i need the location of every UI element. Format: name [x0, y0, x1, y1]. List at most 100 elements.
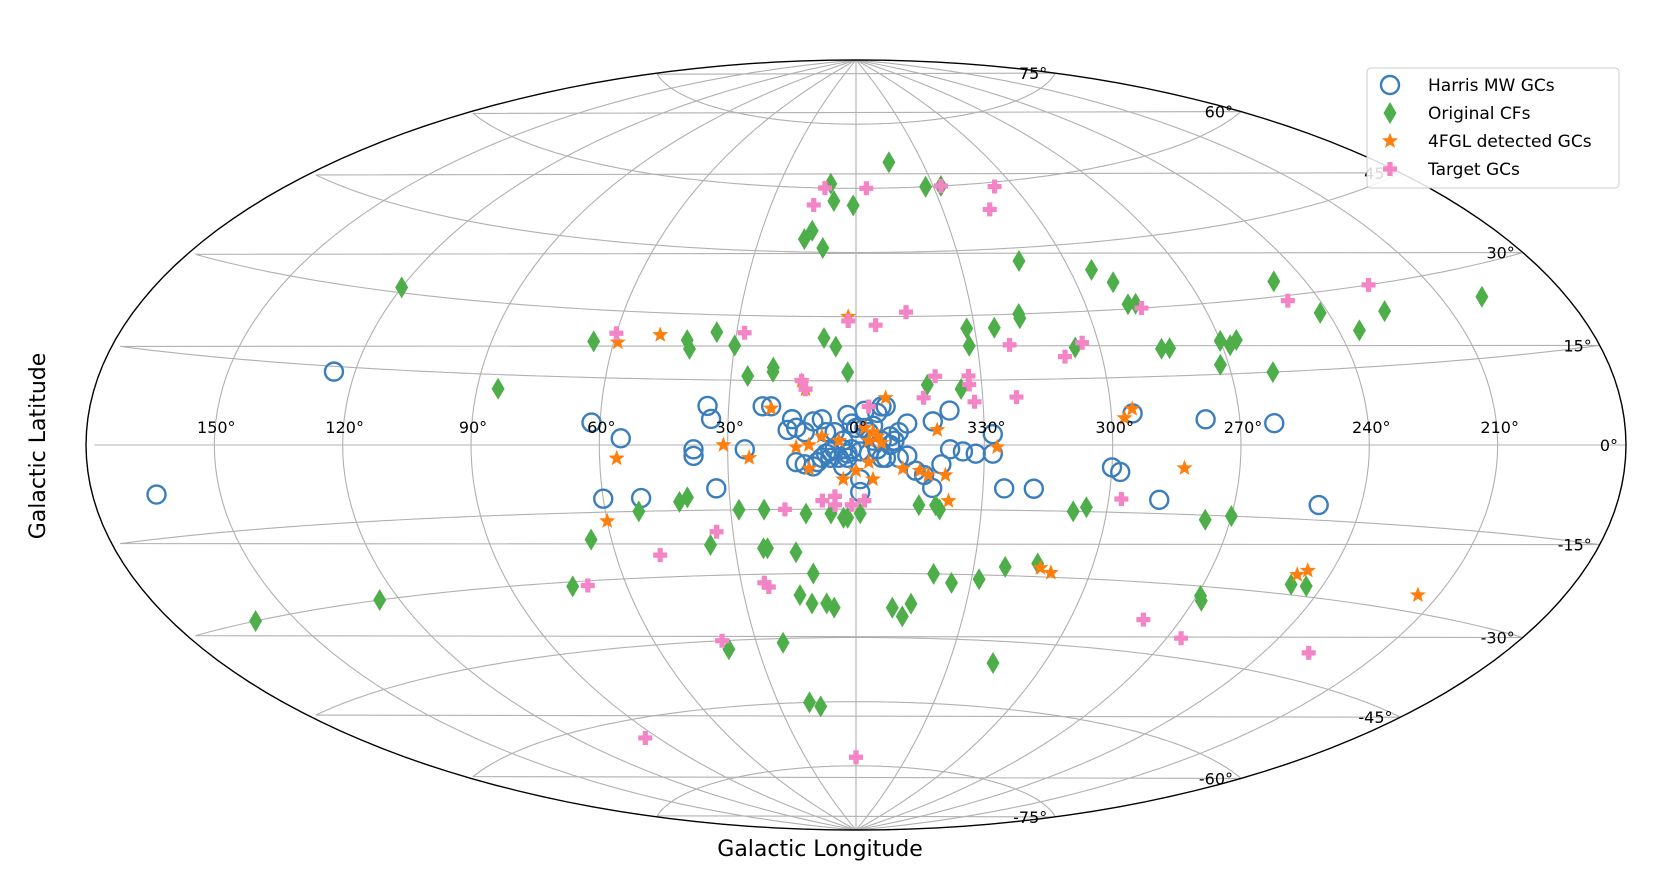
- data-point: [1289, 566, 1306, 582]
- data-point: [868, 318, 883, 333]
- data-point: [919, 175, 933, 198]
- data-point: [1198, 508, 1212, 531]
- data-point: [805, 592, 819, 615]
- series-diamond: [249, 151, 1489, 718]
- data-point: [776, 631, 790, 654]
- data-point: [700, 408, 722, 430]
- data-point: [1213, 353, 1227, 376]
- data-point: [986, 652, 1000, 674]
- legend-label: 4FGL detected GCs: [1428, 132, 1592, 152]
- data-point: [828, 497, 843, 512]
- data-point: [857, 493, 872, 508]
- data-point: [1134, 301, 1149, 316]
- data-point: [395, 276, 409, 299]
- series-star: [599, 308, 1426, 602]
- data-point: [761, 537, 774, 560]
- data-point: [249, 610, 263, 632]
- data-point: [653, 548, 668, 563]
- legend-label: Original CFs: [1428, 104, 1531, 124]
- data-point: [722, 638, 736, 661]
- data-point: [972, 568, 986, 591]
- latitude-gridline: [195, 572, 1523, 639]
- data-point: [734, 439, 755, 460]
- data-point: [1032, 559, 1049, 575]
- x-tick-label: 270°: [1224, 418, 1263, 437]
- longitude-gridline: [855, 59, 1499, 831]
- data-point: [939, 400, 960, 421]
- x-tick-label: 300°: [1095, 418, 1134, 437]
- data-point: [987, 316, 1001, 339]
- data-point: [1361, 277, 1376, 292]
- data-point: [927, 562, 941, 585]
- data-point: [960, 317, 974, 340]
- data-point: [710, 321, 724, 344]
- data-point: [827, 489, 842, 504]
- data-point: [987, 179, 1002, 194]
- data-point: [841, 361, 855, 384]
- data-point: [911, 462, 928, 478]
- data-point: [798, 382, 813, 397]
- data-point: [715, 436, 732, 452]
- data-point: [937, 466, 954, 482]
- data-point: [1121, 293, 1135, 316]
- data-point: [1194, 589, 1208, 612]
- longitude-gridline: [855, 59, 985, 831]
- data-point: [1155, 337, 1168, 360]
- data-point: [789, 541, 803, 564]
- data-point: [873, 434, 890, 450]
- data-point: [922, 411, 943, 432]
- x-tick-label: 210°: [1480, 418, 1519, 437]
- series-plus: [580, 179, 1376, 765]
- data-point: [1176, 459, 1193, 475]
- data-point: [777, 502, 792, 517]
- data-point: [841, 506, 855, 529]
- data-point: [757, 575, 772, 590]
- data-point: [1280, 293, 1295, 308]
- data-point: [788, 438, 805, 454]
- data-point: [763, 400, 780, 416]
- x-tick-label: 0°: [849, 418, 867, 437]
- data-point: [652, 326, 669, 342]
- data-point: [806, 562, 820, 585]
- latitude-gridline: [471, 111, 1242, 189]
- y-tick-label: -30°: [1481, 629, 1515, 648]
- x-tick-label: 150°: [197, 418, 236, 437]
- data-point: [827, 596, 841, 619]
- data-point: [566, 575, 580, 598]
- data-point: [146, 484, 167, 505]
- data-point: [894, 460, 911, 476]
- data-point: [827, 190, 841, 212]
- data-point: [793, 584, 807, 607]
- data-point: [1106, 271, 1120, 294]
- data-point: [1116, 409, 1133, 425]
- data-point: [904, 592, 918, 615]
- data-point: [1352, 319, 1366, 342]
- data-point: [811, 447, 833, 469]
- y-tick-label: 75°: [1019, 64, 1047, 83]
- data-point: [803, 691, 816, 714]
- data-point: [709, 524, 724, 539]
- data-point: [1066, 500, 1080, 523]
- data-point: [1224, 505, 1238, 528]
- data-point: [1012, 250, 1026, 272]
- y-tick-label: 30°: [1486, 244, 1514, 263]
- data-point: [323, 361, 345, 382]
- data-point: [1195, 409, 1216, 430]
- data-point: [989, 438, 1006, 454]
- data-point: [1013, 307, 1027, 330]
- data-point: [998, 555, 1012, 578]
- data-point: [859, 181, 874, 196]
- data-point: [877, 389, 894, 405]
- data-point: [895, 605, 909, 628]
- data-point: [967, 394, 982, 409]
- data-point: [860, 432, 877, 448]
- data-point: [766, 356, 780, 379]
- longitude-gridline: [855, 59, 1370, 831]
- data-point: [683, 337, 696, 360]
- data-point: [728, 334, 742, 357]
- data-point: [609, 333, 626, 350]
- data-point: [800, 436, 817, 452]
- data-point: [706, 478, 727, 499]
- data-point: [1266, 361, 1280, 384]
